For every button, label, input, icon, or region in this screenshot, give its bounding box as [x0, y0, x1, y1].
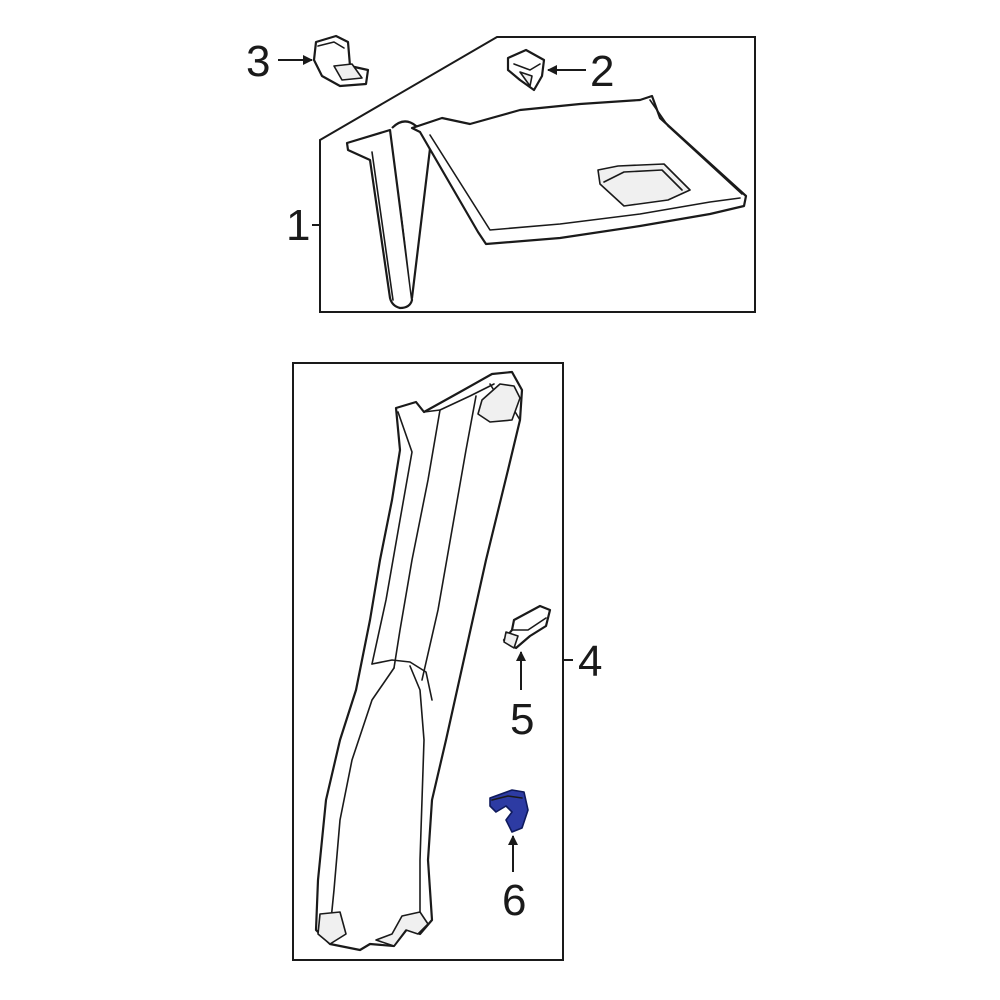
clip-part-6-fill	[489, 789, 529, 833]
callout-1: 1	[286, 201, 310, 250]
upper-trim-group: 1	[286, 36, 756, 313]
callout-5: 5	[510, 695, 534, 744]
pillar-strip-part-1	[345, 120, 434, 310]
callout-6: 6	[502, 876, 526, 925]
callout-4: 4	[578, 637, 602, 686]
upper-group-frame	[319, 36, 756, 313]
clip-part-3: 3	[246, 34, 370, 88]
clip-part-2: 2	[506, 47, 614, 96]
callout-3: 3	[246, 37, 270, 86]
clip-part-6: 6	[489, 789, 529, 925]
callout-2: 2	[590, 47, 614, 96]
headliner-panel-part-1	[410, 94, 748, 246]
lower-group-frame	[292, 362, 564, 961]
pillar-trim-part-4	[314, 370, 524, 952]
lower-trim-group: 5 6 4	[292, 362, 602, 961]
clip-part-5: 5	[502, 604, 552, 744]
